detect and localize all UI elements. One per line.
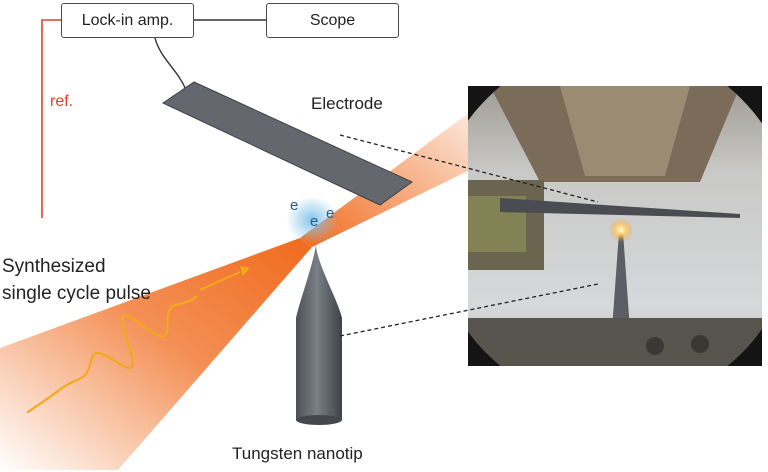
photo-tip	[612, 232, 630, 330]
lockin-amplifier-label: Lock-in amp.	[81, 11, 174, 29]
reference-label: ref.	[50, 93, 74, 110]
photo-electrode	[500, 198, 740, 218]
microscope-photo	[468, 86, 762, 366]
electron-cloud	[286, 196, 338, 244]
electrode-label: Electrode	[311, 94, 383, 113]
pulse-label-line1: Synthesized	[2, 256, 106, 277]
electrode-pointer	[339, 134, 599, 203]
scope-box: Scope	[266, 3, 399, 38]
electron-label-3: e	[326, 205, 334, 222]
synthesized-waveform	[26, 295, 198, 414]
electron-label-1: e	[290, 197, 298, 214]
photo-emission-spark	[609, 218, 633, 242]
pulse-label-line2: single cycle pulse	[2, 283, 151, 304]
electron-label-2: e	[310, 213, 318, 230]
lockin-amplifier-box: Lock-in amp.	[61, 3, 194, 38]
tip-pointer	[339, 283, 599, 337]
scope-label: Scope	[309, 11, 356, 29]
photo-bottom-plate	[468, 318, 762, 366]
tungsten-nanotip	[296, 244, 342, 420]
tip-label: Tungsten nanotip	[232, 444, 363, 463]
reference-line	[41, 19, 62, 218]
incoming-laser-beam	[0, 238, 312, 470]
waveform-arrowhead	[240, 266, 250, 276]
waveform-arrow	[199, 271, 241, 291]
electrode-plate	[161, 81, 413, 206]
nanotip-base	[296, 415, 342, 425]
